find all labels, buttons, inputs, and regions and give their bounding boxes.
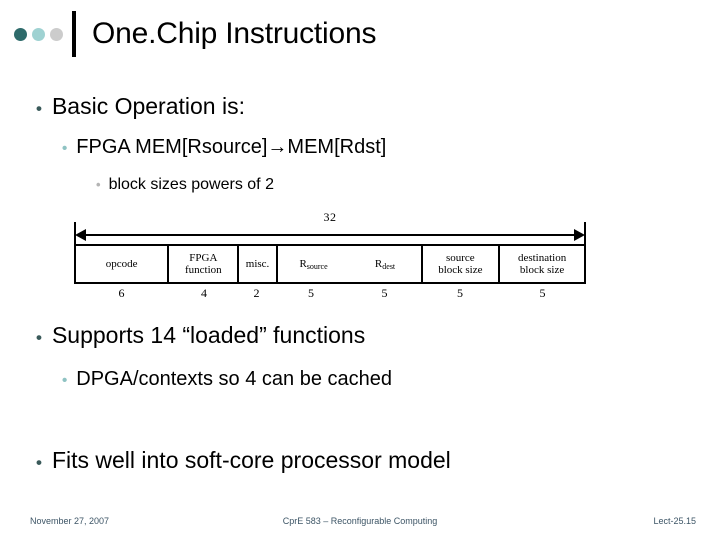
figure-total-width-label: 32	[323, 210, 337, 224]
bullet-text: DPGA/contexts so 4 can be cached	[76, 368, 392, 390]
bullet-marker-icon: •	[36, 453, 42, 472]
instruction-field: misc.	[239, 246, 278, 282]
bullet-item-6: • Fits well into soft-core processor mod…	[36, 447, 451, 474]
instruction-field-bit-width: 5	[457, 286, 463, 300]
title-decoration-dots	[14, 27, 63, 41]
slide-footer: November 27, 2007 CprE 583 – Reconfigura…	[0, 512, 720, 532]
instruction-field: Rsource	[278, 246, 350, 282]
instruction-field-label: opcode	[105, 257, 138, 270]
instruction-field-subscript: dest	[382, 261, 396, 271]
footer-date: November 27, 2007	[30, 516, 110, 526]
figure-span-arrow	[70, 222, 590, 248]
bullet-item-3: • block sizes powers of 2	[96, 176, 274, 194]
instruction-field: Rdest	[350, 246, 423, 282]
bullet-item-4: • Supports 14 “loaded” functions	[36, 322, 365, 349]
instruction-field-label: Rdest	[374, 257, 396, 271]
instruction-field-bit-width: 5	[539, 286, 546, 300]
instruction-field-widths-row: 6 4 2 5 5 5 5	[74, 286, 586, 302]
bullet-marker-icon: •	[96, 177, 101, 192]
bullet-item-2: • FPGA MEM[Rsource]→MEM[Rdst]	[62, 136, 386, 159]
instruction-field-bit-width: 2	[253, 286, 260, 300]
bullet-marker-icon: •	[62, 372, 68, 389]
bullet-text: Supports 14 “loaded” functions	[51, 322, 366, 348]
instruction-field-label: misc.	[245, 257, 270, 270]
span-arrow-line	[78, 234, 582, 236]
page-title: One.Chip Instructions	[92, 17, 377, 50]
footer-lecture: Lect-25.15	[653, 516, 696, 526]
instruction-field-bit-width: 5	[308, 286, 314, 300]
span-tick-right	[584, 222, 586, 248]
bullet-item-5: • DPGA/contexts so 4 can be cached	[62, 368, 392, 391]
title-divider-bar	[72, 11, 76, 57]
bullet-text: Basic Operation is:	[51, 93, 245, 119]
instruction-field-bit-width: 6	[118, 286, 125, 300]
bullet-text: block sizes powers of 2	[108, 176, 274, 193]
instruction-field-label: Rsource	[299, 257, 328, 271]
instruction-field-subscript: source	[306, 261, 328, 271]
bullet-text: FPGA MEM[Rsource]→MEM[Rdst]	[76, 136, 387, 158]
decor-dot-3-icon	[50, 27, 63, 41]
bullet-text: Fits well into soft-core processor model	[51, 447, 451, 473]
decor-dot-2-icon	[32, 27, 45, 41]
bullet-item-1: • Basic Operation is:	[36, 93, 245, 120]
bullet-marker-icon: •	[62, 140, 68, 157]
decor-dot-1-icon	[14, 27, 27, 41]
instruction-field-bit-width: 4	[201, 286, 207, 300]
arrow-head-right-icon	[574, 229, 585, 241]
bullet-marker-icon: •	[36, 99, 42, 118]
instruction-field: opcode	[76, 246, 170, 282]
instruction-field-bit-width: 5	[381, 286, 388, 300]
slide-title-row: One.Chip Instructions	[0, 8, 720, 60]
footer-course: CprE 583 – Reconfigurable Computing	[282, 516, 438, 526]
bullet-marker-icon: •	[36, 328, 42, 347]
arrow-head-left-icon	[75, 229, 86, 241]
